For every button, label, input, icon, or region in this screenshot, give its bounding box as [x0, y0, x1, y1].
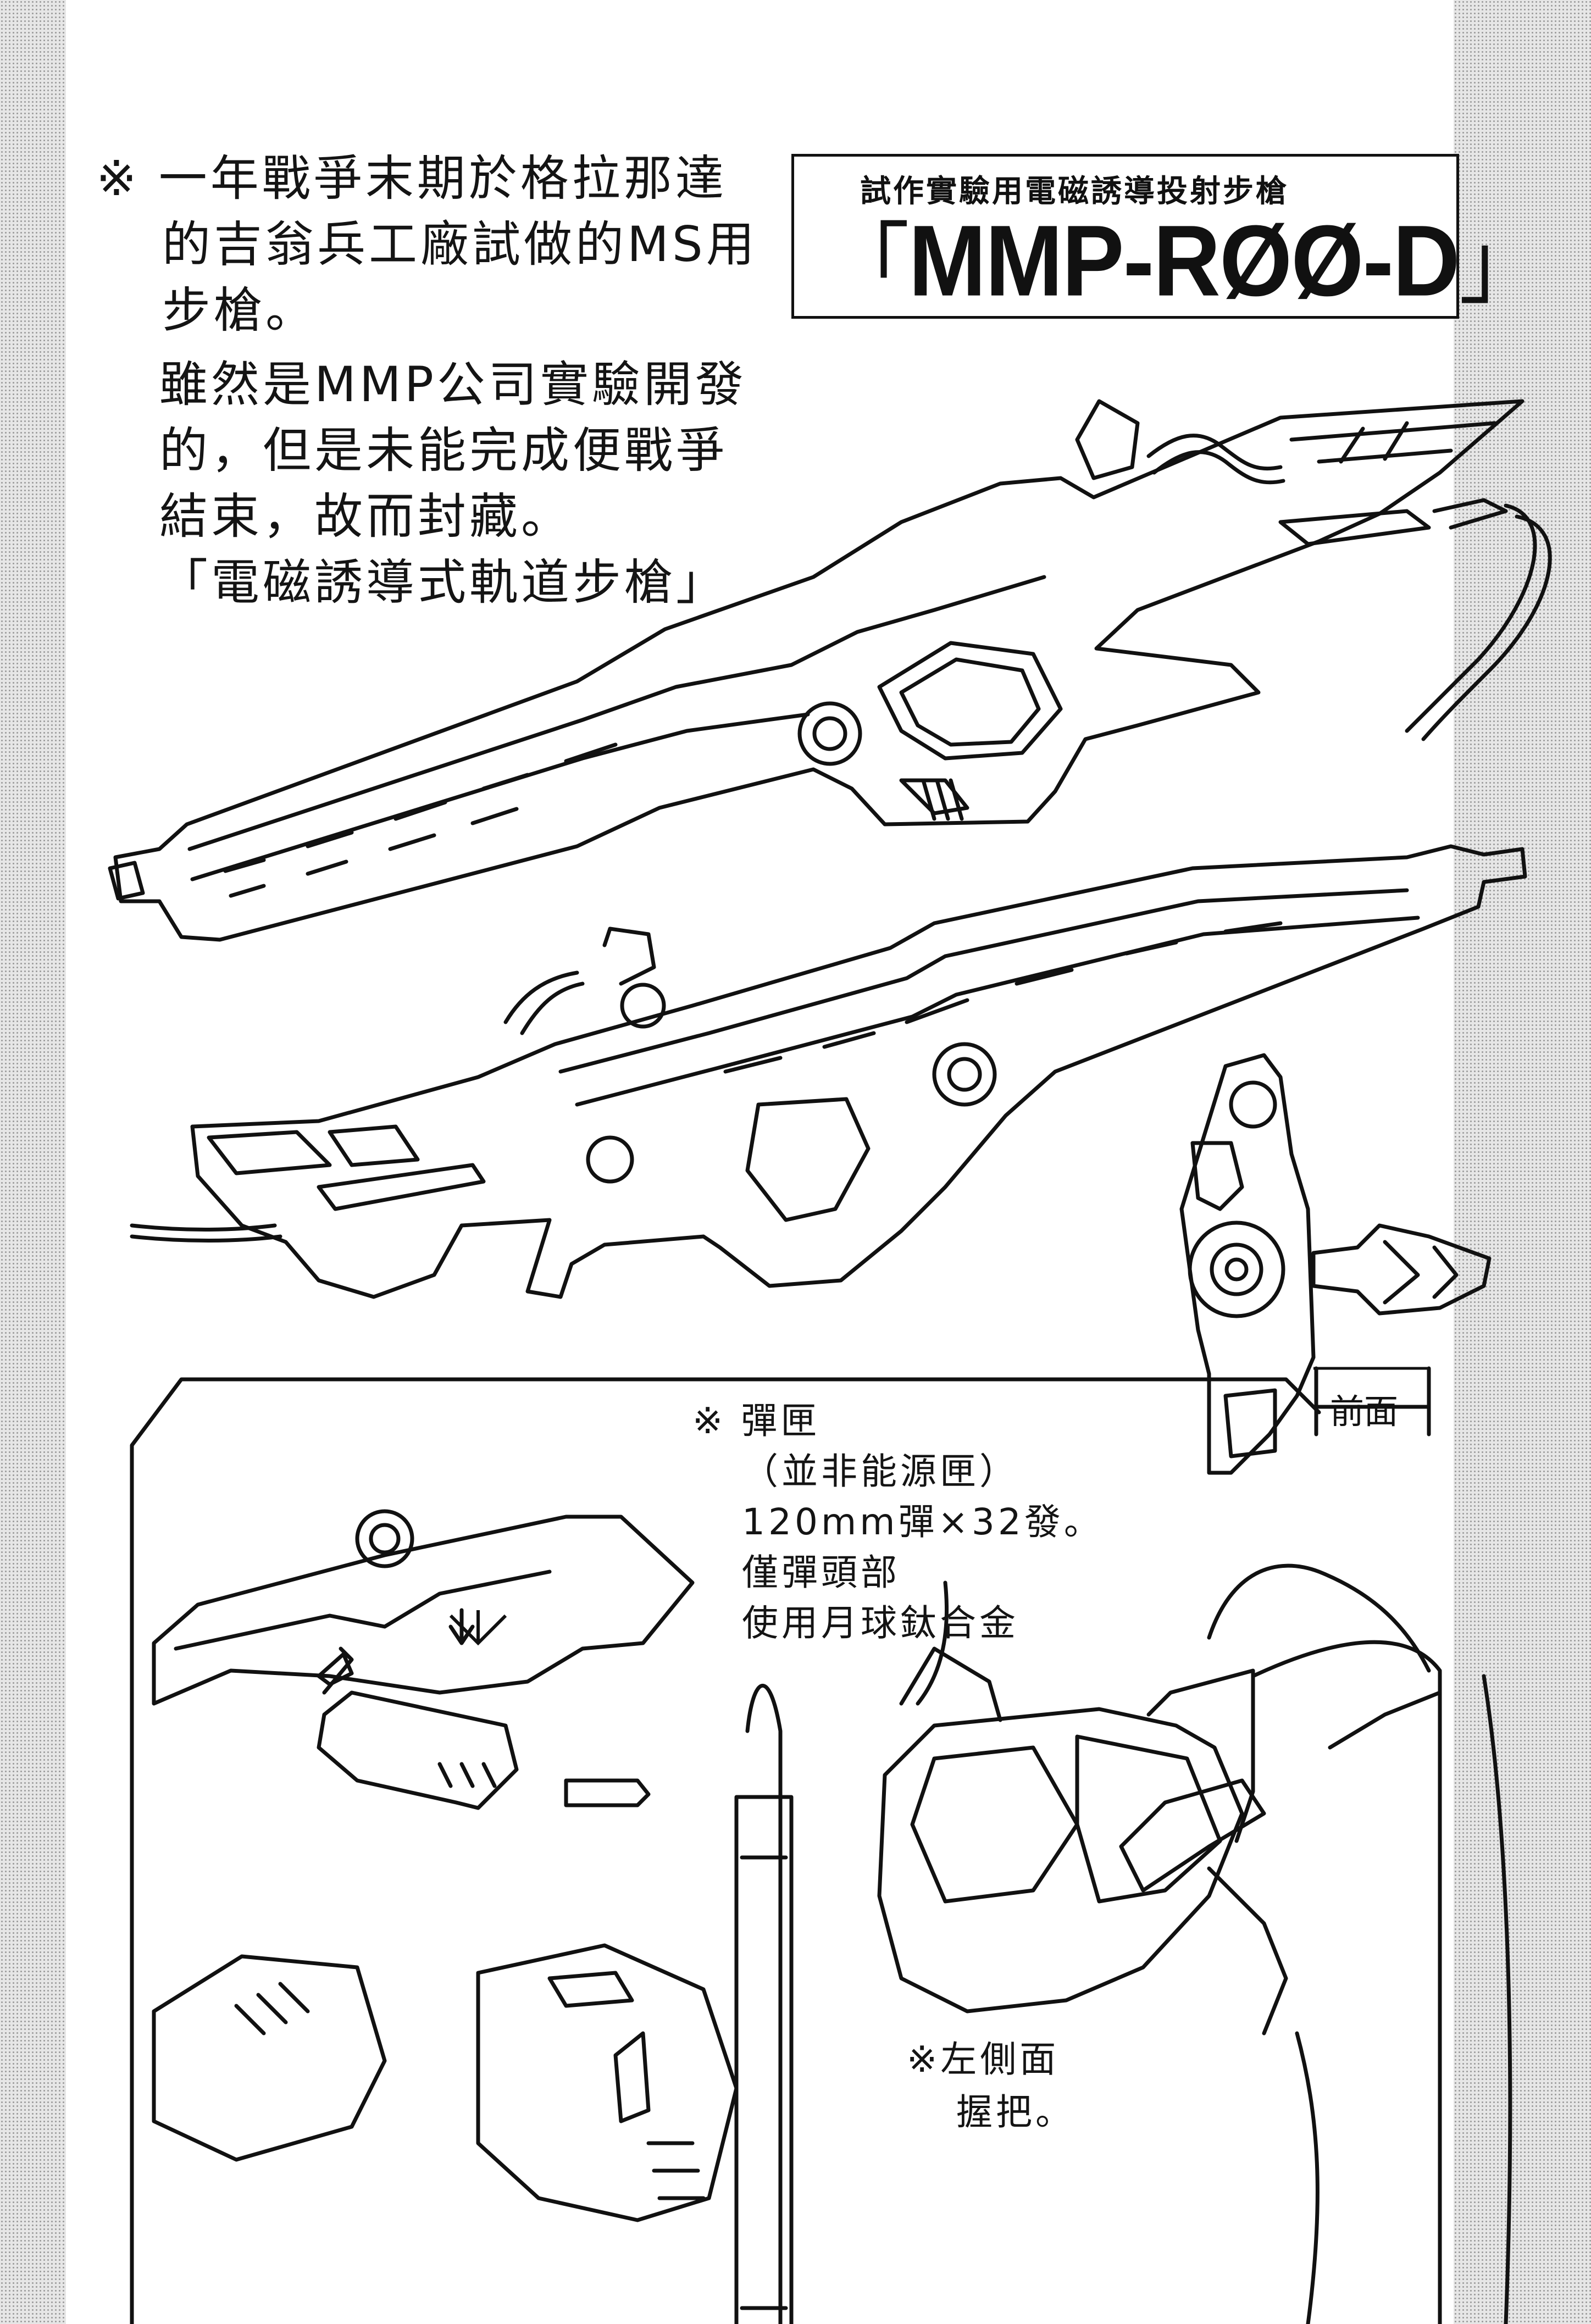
title-main: 「MMP-RØØ-D」 — [827, 202, 1542, 324]
note-magazine-line-1: ※ 彈匣 — [692, 1400, 821, 1442]
title-open-bracket: 「 — [827, 214, 910, 315]
note-magazine-line-5: 使用月球鈦合金 — [742, 1602, 1019, 1644]
rifle-side-view-1 — [108, 399, 1552, 942]
title-close-bracket: 」 — [1459, 214, 1542, 315]
note-development-line-1: 雖然是MMP公司實驗開發 — [159, 356, 747, 413]
title-box: 試作實驗用電磁誘導投射步槍 「MMP-RØØ-D」 — [791, 154, 1542, 319]
note-development: 雖然是MMP公司實驗開發 的，但是未能完成便戰爭 結束，故而封藏。 「電磁誘導式… — [159, 352, 747, 615]
note-development-line-4: 「電磁誘導式軌道步槍」 — [159, 554, 728, 611]
front-view-label-box — [1313, 1367, 1431, 1434]
note-development-line-3: 結束，故而封藏。 — [159, 488, 573, 545]
note-magazine-line-2: （並非能源匣） — [742, 1450, 1019, 1493]
magazine-detail-panel — [130, 1377, 1512, 2324]
screentone-right-margin — [1454, 0, 1591, 2324]
screentone-left-margin — [0, 0, 66, 2324]
note-development-line-2: 的，但是未能完成便戰爭 — [159, 422, 728, 479]
title-subtitle: 試作實驗用電磁誘導投射步槍 — [860, 174, 1289, 209]
note-grip-line-1: ※左側面 — [907, 2038, 1060, 2081]
note-intro-line-3: 步槍。 — [162, 282, 318, 339]
rifle-front-view — [1179, 1053, 1492, 1475]
note-magazine: ※ 彈匣 （並非能源匣） 120mm彈×32發。 僅彈頭部 使用月球鈦合金 — [692, 1396, 1104, 1649]
note-magazine-line-4: 僅彈頭部 — [742, 1551, 900, 1594]
note-intro: ※ 一年戰爭末期於格拉那達 的吉翁兵工廠試做的MS用 步槍。 — [96, 146, 758, 343]
note-intro-line-1: ※ 一年戰爭末期於格拉那達 — [96, 150, 727, 207]
down-arrow-icon — [449, 1610, 507, 1646]
rifle-side-view-2 — [130, 844, 1527, 1299]
note-magazine-line-3: 120mm彈×32發。 — [742, 1501, 1104, 1543]
front-view-label: 前面 — [1330, 1391, 1398, 1432]
title-model-name: MMP-RØØ-D — [908, 204, 1460, 318]
note-grip: ※左側面 握把。 — [907, 2033, 1075, 2139]
note-grip-line-2: 握把。 — [956, 2091, 1075, 2133]
note-intro-line-2: 的吉翁兵工廠試做的MS用 — [162, 216, 758, 273]
